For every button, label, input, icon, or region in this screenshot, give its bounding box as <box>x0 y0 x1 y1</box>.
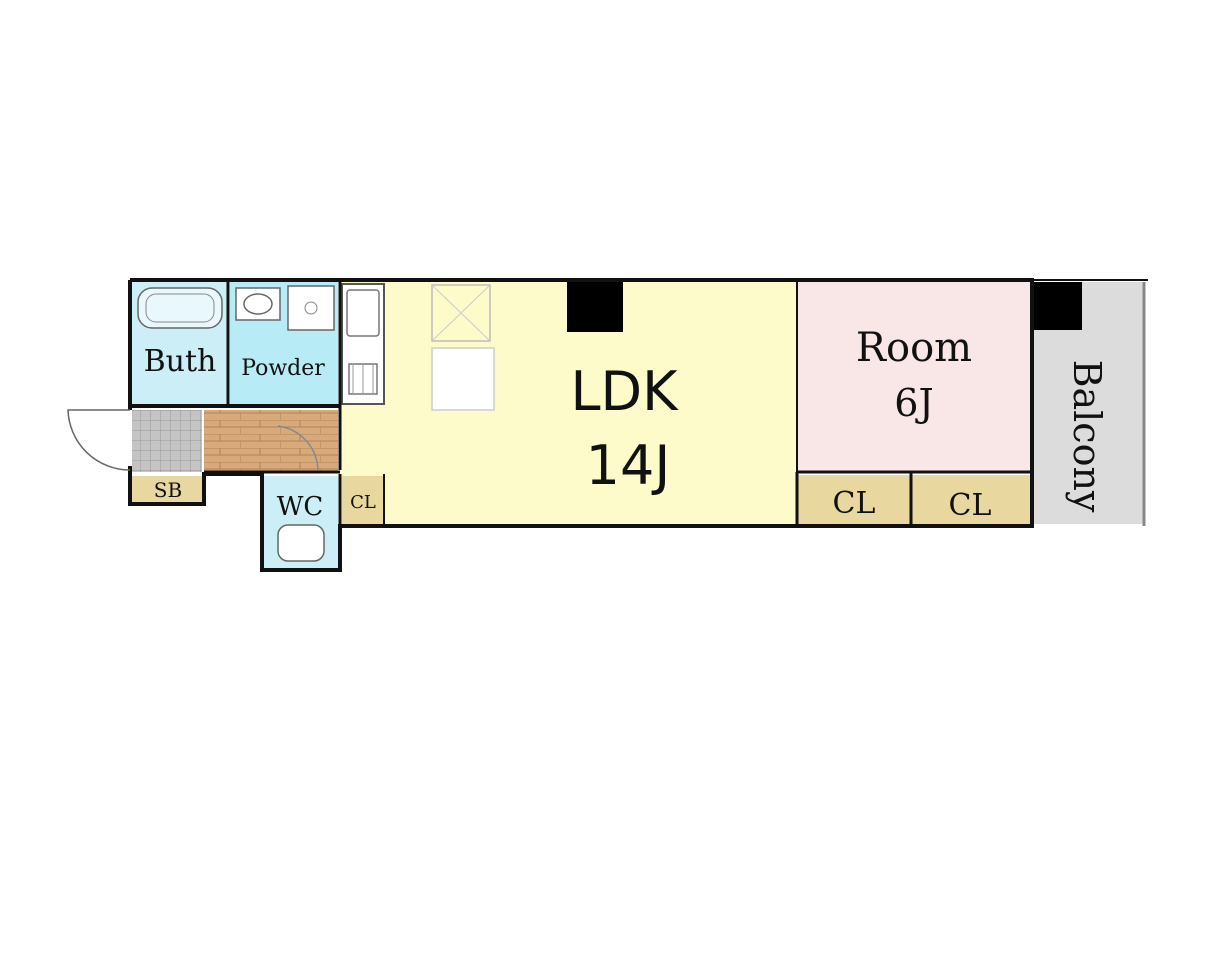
label-cl-room-right: CL <box>949 488 992 523</box>
walls <box>128 278 1034 572</box>
bedroom <box>797 282 1031 472</box>
wc-door <box>277 425 319 471</box>
label-cl-small: CL <box>350 492 376 513</box>
shoe-box <box>132 476 202 502</box>
column-ldk <box>567 282 623 332</box>
bathtub <box>137 287 223 329</box>
kitchen-counter <box>341 283 385 405</box>
label-wc: WC <box>277 492 324 522</box>
label-balcony: Balcony <box>1065 360 1109 513</box>
washing-machine <box>287 285 335 331</box>
label-powder: Powder <box>241 356 325 381</box>
entrance-door <box>67 409 131 471</box>
washbasin <box>235 287 281 321</box>
label-sb: SB <box>154 478 182 502</box>
kitchen-island <box>431 347 495 411</box>
label-ldk-size: 14J <box>586 434 671 497</box>
closet-room-left <box>798 475 910 524</box>
toilet <box>277 524 325 562</box>
label-cl-room-left: CL <box>833 486 876 521</box>
entrance-floor <box>132 410 202 472</box>
closet-room-right <box>912 475 1030 524</box>
label-room: Room <box>856 325 972 371</box>
label-ldk: LDK <box>570 360 679 423</box>
hallway-floor <box>204 410 338 472</box>
closet-small <box>342 476 384 524</box>
column-balcony <box>1030 282 1082 330</box>
label-room-size: 6J <box>894 381 933 425</box>
label-bath: Buth <box>144 344 217 379</box>
